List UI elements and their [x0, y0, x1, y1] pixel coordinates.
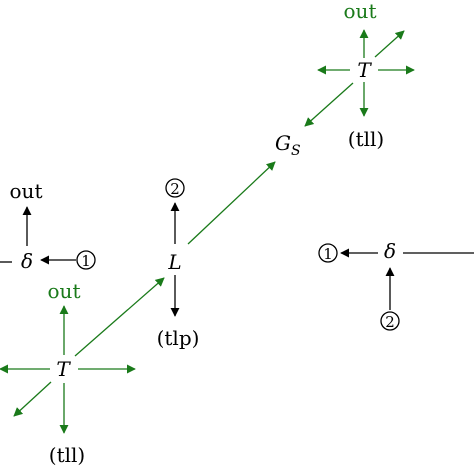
out-bottom-label: out	[48, 279, 81, 303]
l-to-gs-arrow	[187, 161, 276, 245]
tll-bottom-label: (tll)	[49, 443, 85, 467]
delta-right-node: δ 1 2	[318, 239, 474, 331]
l-node: L 2 (tlp)	[157, 178, 200, 350]
port-1-right-label: 1	[323, 245, 333, 263]
port-1-right-circle	[318, 243, 338, 263]
t-bottom-label: T	[56, 357, 71, 381]
out-top-label: out	[344, 0, 377, 23]
t-top-node: T out (tll)	[317, 0, 415, 151]
t-bottom-node: out T (tll)	[0, 277, 165, 467]
l-label: L	[167, 250, 181, 274]
port-2-l-circle	[165, 178, 185, 198]
port-1-left-circle	[76, 250, 96, 270]
delta-right-label: δ	[384, 239, 396, 263]
t-top-to-gs-arrow	[304, 82, 354, 127]
tll-top-label: (tll)	[348, 127, 384, 151]
port-2-right-circle	[380, 311, 400, 331]
delta-left-label: δ	[21, 249, 33, 273]
port-2-right-label: 2	[385, 313, 395, 331]
t-top-diag-arrow	[374, 30, 405, 58]
delta-left-node: δ out 1	[0, 179, 96, 273]
t-bottom-to-l-arrow	[74, 277, 165, 357]
port-1-left-label: 1	[81, 252, 91, 270]
t-bottom-diag-down-arrow	[13, 381, 52, 417]
out-left-label: out	[10, 179, 43, 203]
port-2-l-label: 2	[170, 180, 180, 198]
gs-label: GS	[275, 131, 301, 159]
t-top-label: T	[357, 58, 372, 82]
tlp-label: (tlp)	[157, 326, 200, 350]
